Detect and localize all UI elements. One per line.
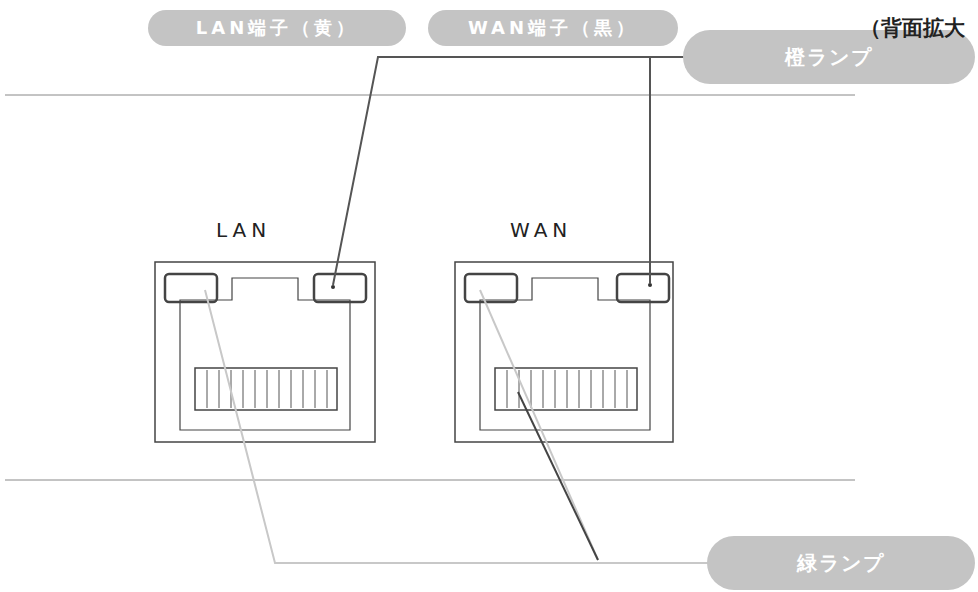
contact-line	[219, 370, 220, 408]
label-pill: 緑ランプ	[707, 536, 975, 590]
port-name: WAN	[510, 218, 572, 242]
orange-leader	[333, 57, 684, 285]
contact-line	[603, 370, 604, 408]
contact-line	[255, 370, 256, 408]
contact-line	[507, 370, 508, 408]
contact-line	[615, 370, 616, 408]
label-pill: WAN端子（黒）	[428, 10, 678, 46]
contact-line	[555, 370, 556, 408]
panel-edge	[5, 95, 855, 96]
contact-line	[267, 370, 268, 408]
port-name: LAN	[216, 218, 271, 242]
label-pill: LAN端子（黄）	[148, 10, 406, 46]
port-contacts	[207, 370, 627, 408]
contact-line	[519, 370, 520, 408]
pill-text: 緑ランプ	[797, 550, 885, 577]
contact-line	[327, 370, 328, 408]
contact-line	[567, 370, 568, 408]
contact-line	[291, 370, 292, 408]
contact-line	[531, 370, 532, 408]
contact-line	[303, 370, 304, 408]
contact-line	[243, 370, 244, 408]
contact-line	[627, 370, 628, 408]
contact-line	[543, 370, 544, 408]
pill-text: WAN端子（黒）	[468, 16, 638, 40]
lan-port	[155, 262, 375, 442]
green-leader	[205, 290, 709, 563]
wan-port	[455, 262, 673, 442]
lamp-dots	[331, 283, 652, 289]
contact-line	[279, 370, 280, 408]
contact-line	[315, 370, 316, 408]
pill-text: LAN端子（黄）	[196, 16, 358, 40]
contact-line	[207, 370, 208, 408]
figure-note: （背面拡大	[860, 14, 965, 42]
contact-line	[579, 370, 580, 408]
contact-line	[591, 370, 592, 408]
panel-edge	[5, 480, 855, 481]
green-leader	[518, 392, 598, 560]
pill-text: 橙ランプ	[785, 44, 873, 71]
